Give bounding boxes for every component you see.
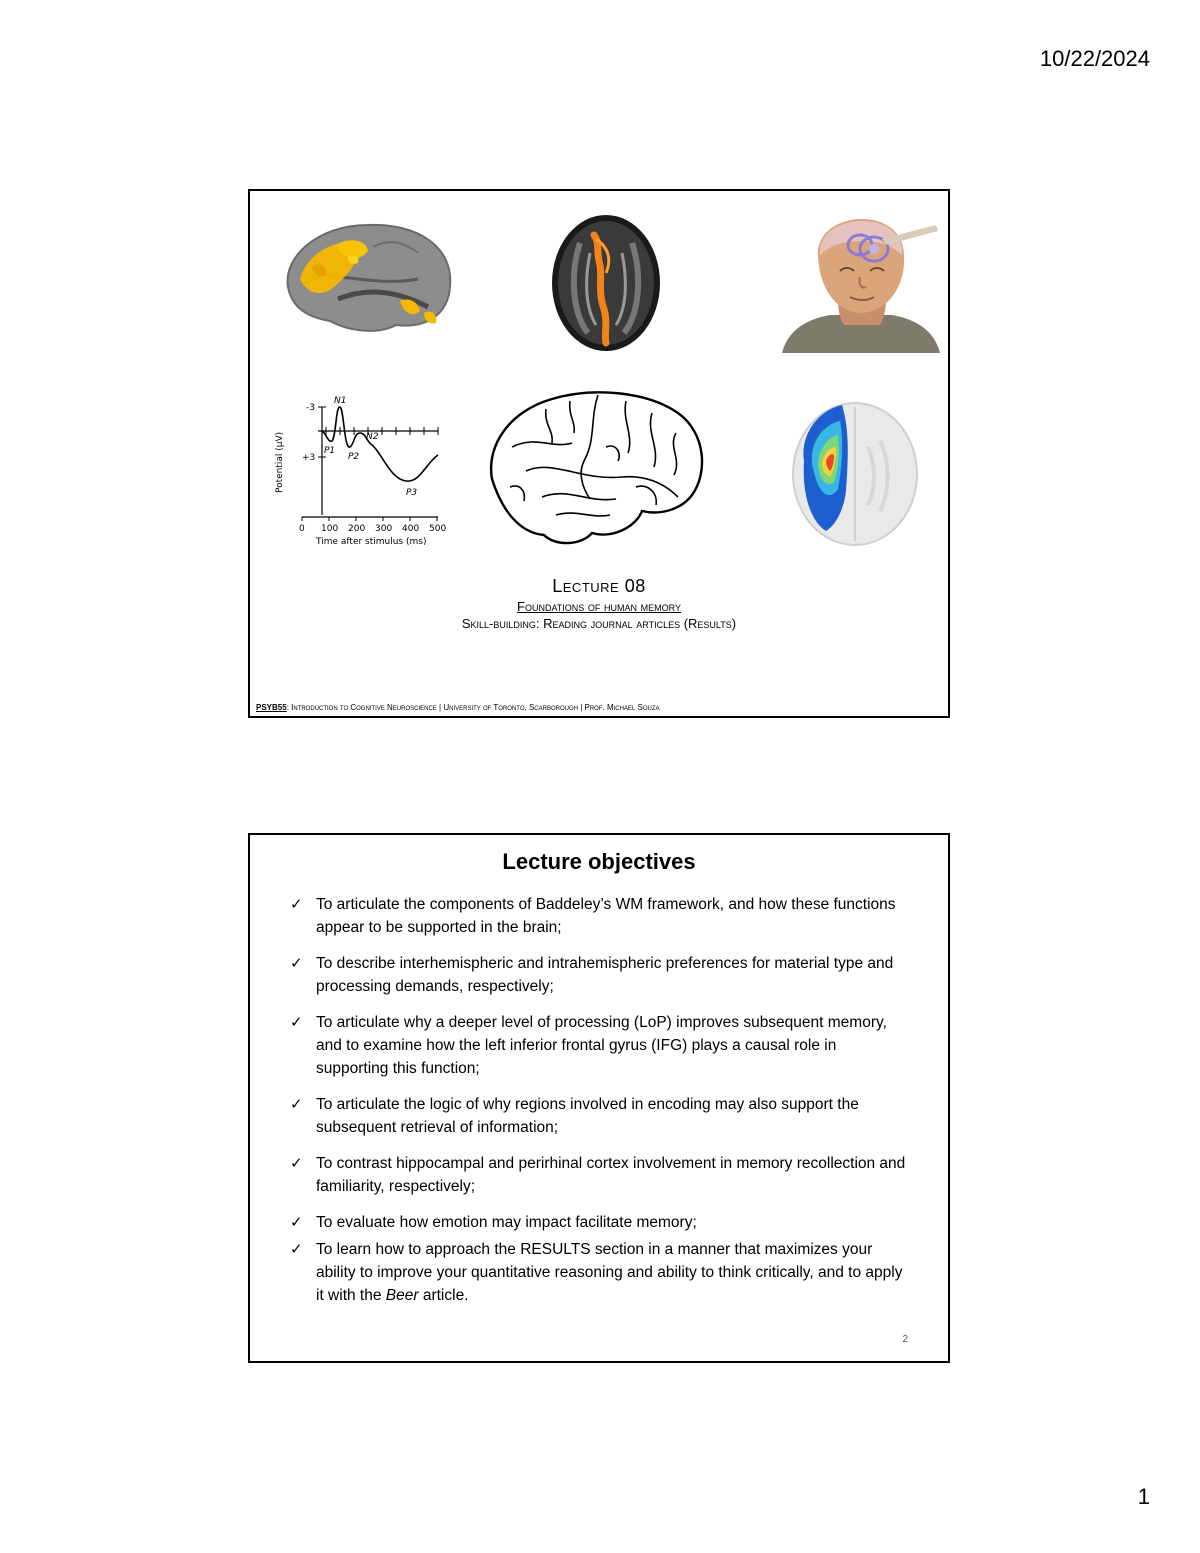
erp-ylabel: Potential (µV) (275, 432, 285, 493)
article-name: Beer (385, 1287, 419, 1304)
page-date: 10/22/2024 (1039, 46, 1150, 71)
erp-ytick: +3 (302, 453, 315, 463)
slide-number: 2 (902, 1334, 908, 1345)
erp-peak-label: N1 (334, 396, 346, 406)
erp-peak-label: N2 (366, 432, 379, 442)
slide-2: Lecture objectives ✓To articulate the co… (248, 833, 950, 1363)
course-code: PSYB55 (256, 703, 287, 712)
brain-fmri-icon (286, 223, 452, 332)
objective-item: ✓To articulate the logic of why regions … (290, 1093, 908, 1139)
objective-item: ✓To learn how to approach the RESULTS se… (290, 1238, 908, 1307)
checkmark-icon: ✓ (290, 1214, 303, 1231)
checkmark-icon: ✓ (290, 1155, 303, 1172)
page-number: 1 (1137, 1484, 1150, 1509)
objectives-list: ✓To articulate the components of Baddele… (290, 893, 908, 1320)
slide-footer-credit: PSYB55: Introduction to Cognitive Neuros… (256, 703, 660, 712)
objective-item: ✓To contrast hippocampal and perirhinal … (290, 1152, 908, 1198)
brain-line-drawing-icon (489, 391, 704, 545)
objective-item: ✓To evaluate how emotion may impact faci… (290, 1211, 908, 1234)
brain-dti-icon (552, 215, 660, 351)
objectives-title: Lecture objectives (502, 849, 696, 874)
lecture-subtitle-skill: Skill-building: Reading journal articles… (461, 616, 737, 631)
objective-item: ✓To articulate the components of Baddele… (290, 893, 908, 939)
brain-lesion-map-icon (792, 402, 918, 546)
head-tms-icon (782, 219, 940, 353)
checkmark-icon: ✓ (290, 896, 303, 913)
erp-xtick: 400 (402, 524, 419, 534)
checkmark-icon: ✓ (290, 1241, 303, 1258)
lecture-subtitle-topic: Foundations of human memory (517, 599, 681, 614)
objective-item: ✓To describe interhemispheric and intrah… (290, 952, 908, 998)
erp-xlabel: Time after stimulus (ms) (315, 537, 426, 547)
erp-xtick: 0 (299, 524, 305, 534)
course-credit-text: : Introduction to Cognitive Neuroscience… (286, 703, 660, 712)
erp-xtick: 200 (348, 524, 365, 534)
erp-peak-label: P1 (324, 446, 335, 456)
erp-peak-label: P3 (406, 488, 417, 498)
erp-xtick: 500 (429, 524, 446, 534)
erp-peak-label: P2 (348, 452, 359, 462)
checkmark-icon: ✓ (290, 955, 303, 972)
slide-1: -3 +3 N1 P1 P2 N2 P3 0 100 200 300 400 5… (248, 189, 950, 718)
checkmark-icon: ✓ (290, 1014, 303, 1031)
erp-waveform: -3 +3 N1 P1 P2 N2 P3 0 100 200 300 400 5… (275, 396, 446, 547)
erp-ytick: -3 (306, 403, 315, 413)
objective-item: ✓To articulate why a deeper level of pro… (290, 1011, 908, 1080)
erp-xtick: 300 (375, 524, 392, 534)
erp-xtick: 100 (321, 524, 338, 534)
lecture-title: Lecture 08 (552, 576, 646, 596)
checkmark-icon: ✓ (290, 1096, 303, 1113)
slide-1-title-block: Lecture 08 Foundations of human memory S… (250, 576, 948, 631)
